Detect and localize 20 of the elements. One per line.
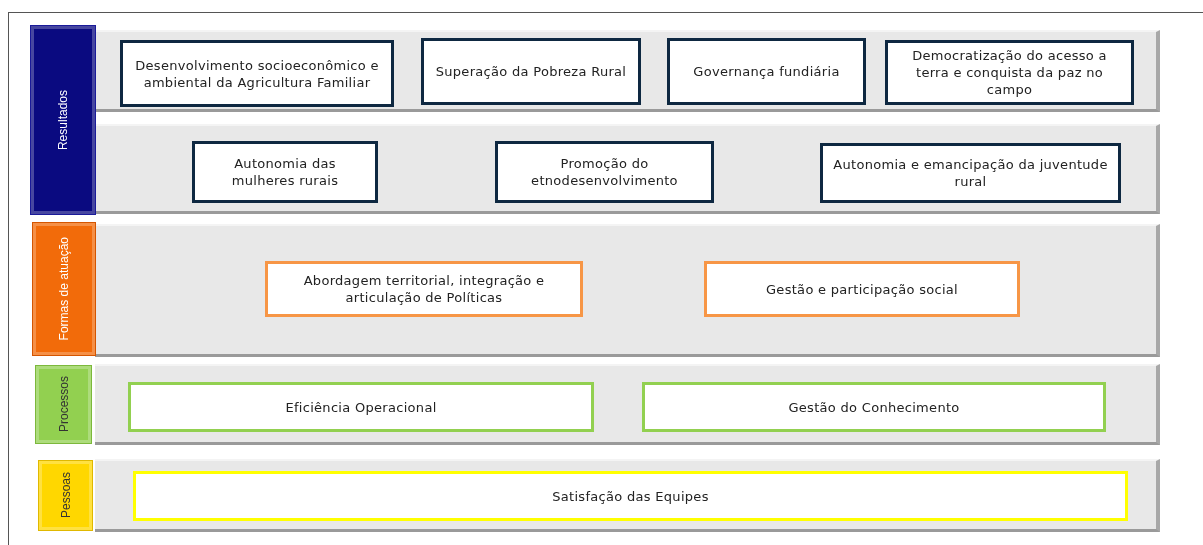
perspective-tab <box>35 365 92 444</box>
perspective-title: Resultados <box>56 89 70 150</box>
objective-box: Superação da Pobreza Rural <box>421 38 641 105</box>
perspective-title: Processos <box>56 376 71 433</box>
objective-box: Eficiência Operacional <box>128 382 594 432</box>
objective-box: Governança fundiária <box>667 38 866 105</box>
objective-box: Satisfação das Equipes <box>133 471 1128 521</box>
objective-box: Autonomia das mulheres rurais <box>192 141 378 203</box>
perspective-tab <box>38 460 93 531</box>
objective-box: Abordagem territorial, integração e articulação de Políticas <box>265 261 583 317</box>
perspective-tab <box>32 222 96 356</box>
perspective-title: Pessoas <box>58 472 73 519</box>
objective-box: Desenvolvimento socioeconômico e ambiental da Agricultura Familiar <box>120 40 394 107</box>
objective-box: Promoção do etnodesenvolvimento <box>495 141 714 203</box>
perspective-tab <box>30 25 96 215</box>
objective-box: Autonomia e emancipação da juventude rural <box>820 143 1121 203</box>
objective-box: Gestão do Conhecimento <box>642 382 1106 432</box>
objective-box: Democratização do acesso a terra e conquista da paz no campo <box>885 40 1134 105</box>
perspective-title: Formas de atuação <box>57 237 71 341</box>
objective-box: Gestão e participação social <box>704 261 1020 317</box>
